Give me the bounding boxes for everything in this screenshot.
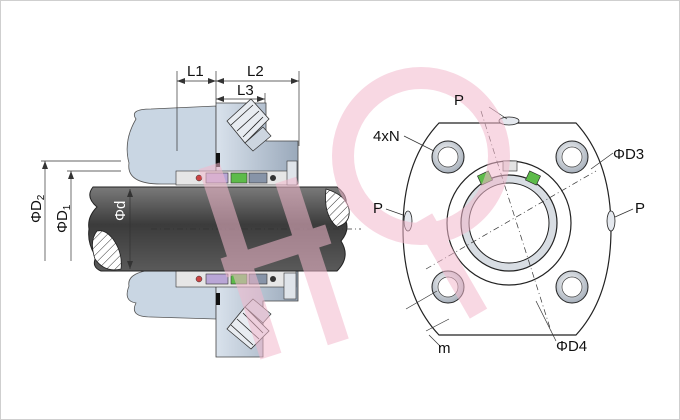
housing-upper — [126, 105, 217, 185]
gland-bolt-upper — [226, 98, 272, 152]
port-right — [606, 210, 616, 232]
section-view — [41, 71, 361, 358]
label-D3: ΦD3 — [613, 146, 644, 163]
label-d: Φd — [112, 201, 129, 221]
label-P-right: P — [635, 200, 645, 217]
L-dimensions — [176, 71, 300, 151]
label-L3: L3 — [237, 82, 254, 99]
bolt-hole-tr — [555, 140, 589, 174]
label-L1: L1 — [187, 63, 204, 80]
text-labels: L1 L2 L3 ΦD2 ΦD1 Φd P 4xN ΦD3 P P m ΦD4 — [28, 63, 645, 357]
bolt-hole-tl — [431, 140, 465, 174]
watermark-logo — [198, 67, 510, 360]
d-dimension — [127, 189, 133, 269]
label-L2: L2 — [247, 63, 264, 80]
label-4xN: 4xN — [373, 128, 400, 145]
bolt-hole-br — [555, 270, 589, 304]
label-P-top: P — [454, 92, 464, 109]
label-D2: ΦD2 — [28, 194, 47, 223]
label-D4: ΦD4 — [556, 338, 587, 355]
label-P-left: P — [373, 200, 383, 217]
label-D1: ΦD1 — [54, 204, 73, 233]
label-m: m — [438, 340, 451, 357]
D-dimensions — [41, 160, 121, 261]
